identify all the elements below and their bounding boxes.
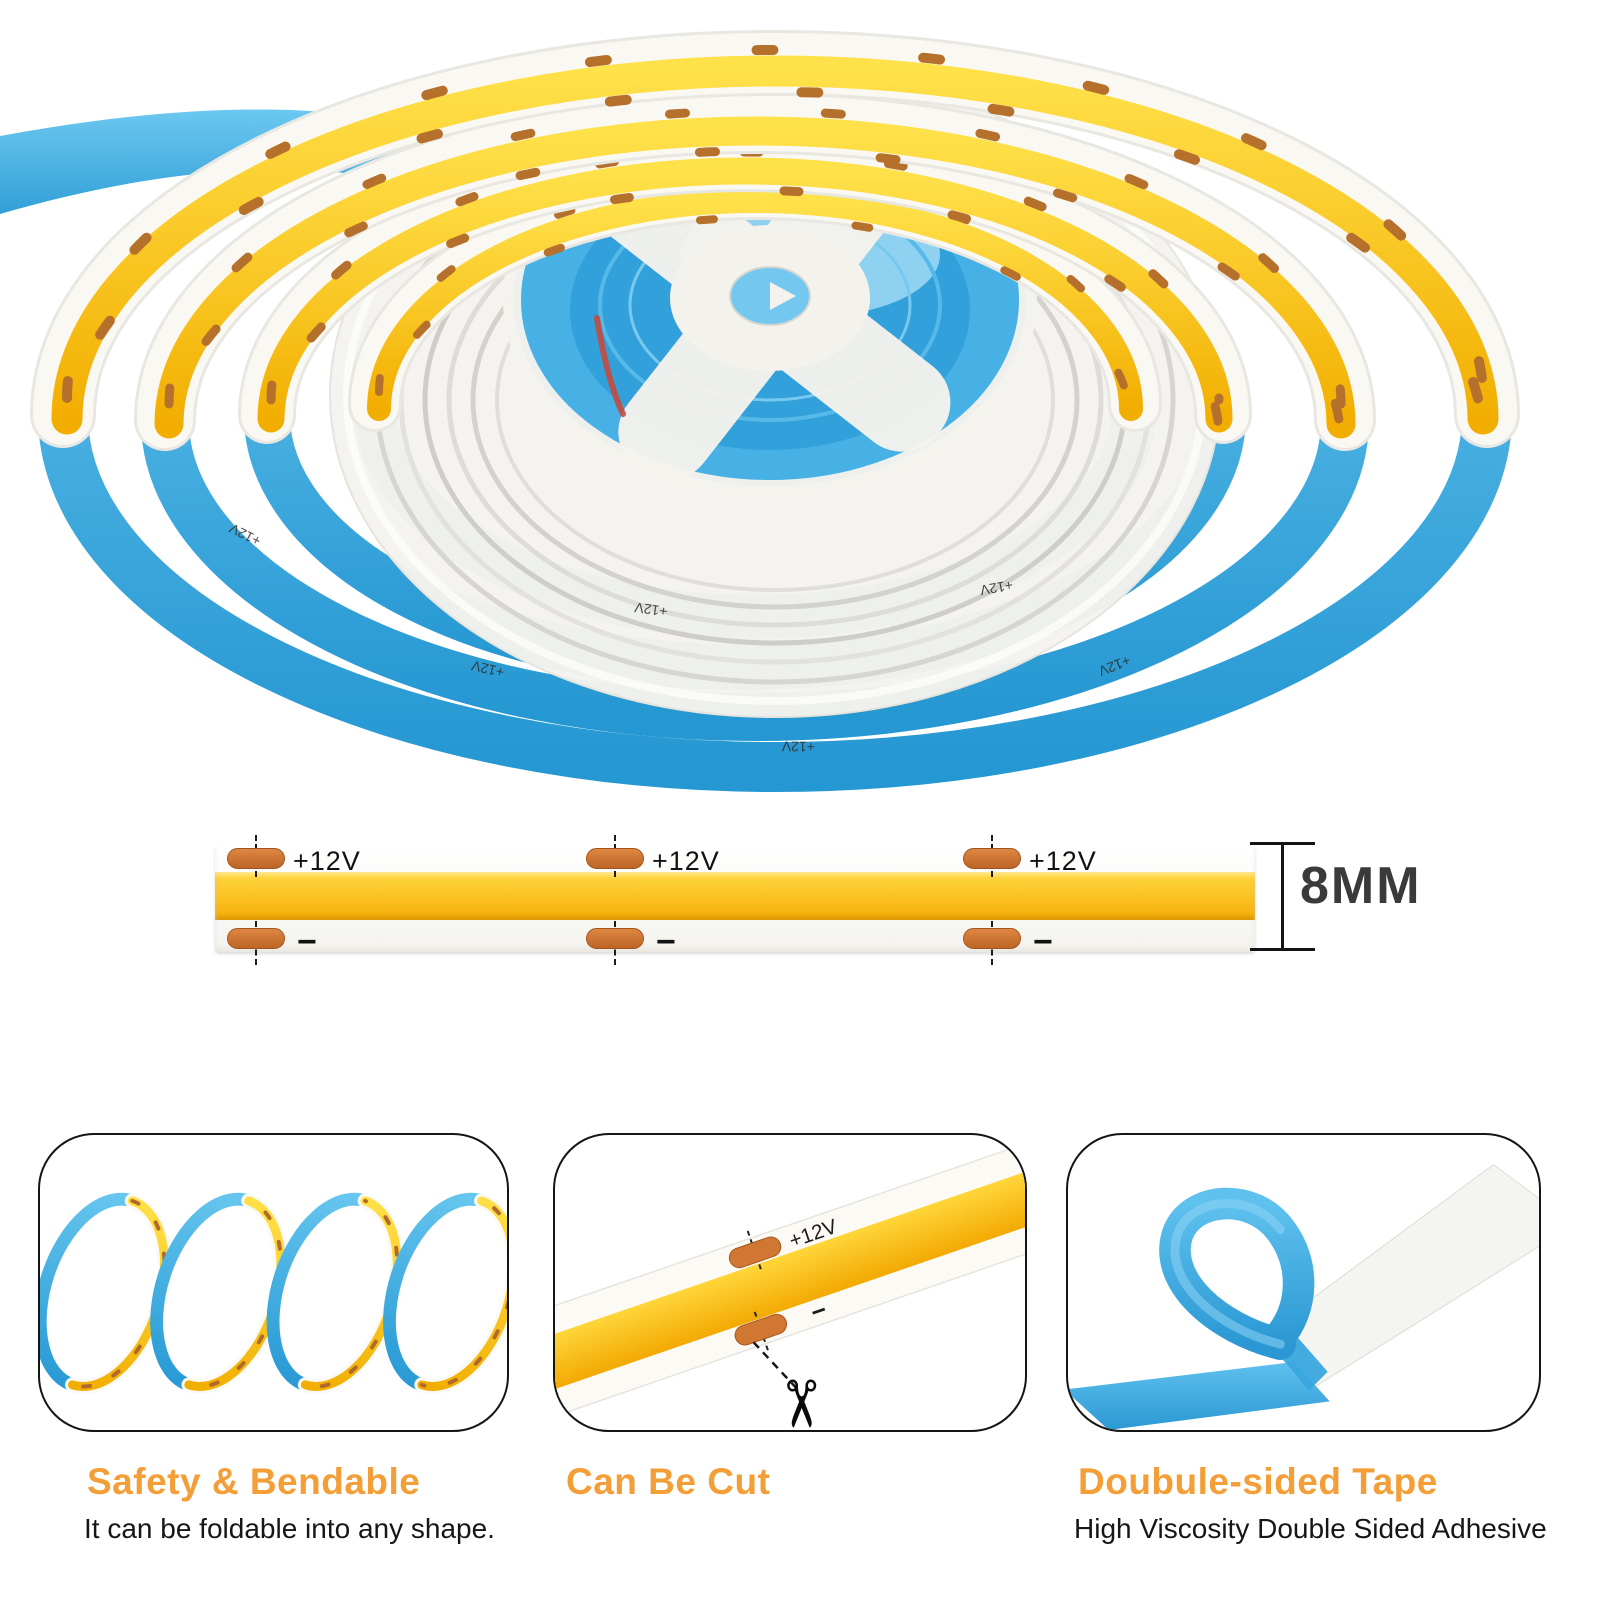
feature-subtitle-bendable: It can be foldable into any shape. <box>84 1513 495 1544</box>
copper-pad <box>227 848 285 869</box>
strip-voltage-marking: +12V <box>781 738 815 755</box>
strip-voltage-marking: +12V <box>469 657 505 680</box>
cuttable-strip-illustration: +12V − ✂ <box>555 1135 1025 1430</box>
feature-title-cuttable: Can Be Cut <box>566 1461 771 1502</box>
adhesive-tape-illustration <box>1068 1163 1539 1430</box>
copper-pad <box>963 848 1021 869</box>
dimension-bracket-cap-top <box>1250 842 1315 845</box>
dimension-bracket-line <box>1281 843 1284 950</box>
strip-width-dimension: 8MM <box>1300 857 1422 915</box>
strip-start-wire <box>594 315 626 417</box>
feature-panel-bendable <box>38 1133 509 1432</box>
minus-polarity-label: − <box>297 923 317 961</box>
copper-pad <box>963 928 1021 949</box>
cob-phosphor-band <box>215 872 1255 920</box>
feature-panel-cuttable: +12V − ✂ <box>553 1133 1027 1432</box>
strip-voltage-marking: +12V <box>633 599 669 620</box>
minus-polarity-label: − <box>656 923 676 961</box>
feature-subtitle-tape: High Viscosity Double Sided Adhesive <box>1074 1513 1547 1544</box>
plus-voltage-label: +12V <box>293 846 361 876</box>
dimension-bracket-cap-bottom <box>1250 948 1315 951</box>
plus-voltage-label: +12V <box>652 846 720 876</box>
copper-pad <box>586 928 644 949</box>
copper-pad <box>227 928 285 949</box>
strip-voltage-marking: +12V <box>978 577 1014 599</box>
tape-curl-highlight <box>1170 1199 1285 1349</box>
minus-polarity-label: − <box>1033 923 1053 961</box>
feature-title-bendable: Safety & Bendable <box>87 1461 421 1502</box>
scissors-icon: ✂ <box>764 1377 837 1430</box>
plus-voltage-label: +12V <box>1029 846 1097 876</box>
led-strip-reel-photo: +12V +12V +12V +12V +12V +12V <box>0 30 1520 792</box>
cut-line <box>752 1341 797 1389</box>
feature-title-tape: Doubule-sided Tape <box>1078 1461 1438 1502</box>
feature-panel-tape <box>1066 1133 1541 1432</box>
coil-front-strips <box>30 30 1520 451</box>
copper-pad <box>586 848 644 869</box>
tape-liner-band <box>1068 1361 1330 1430</box>
bendable-spiral-illustration <box>40 1192 507 1394</box>
strip-diagram: +12V +12V +12V − − − <box>215 835 1255 965</box>
